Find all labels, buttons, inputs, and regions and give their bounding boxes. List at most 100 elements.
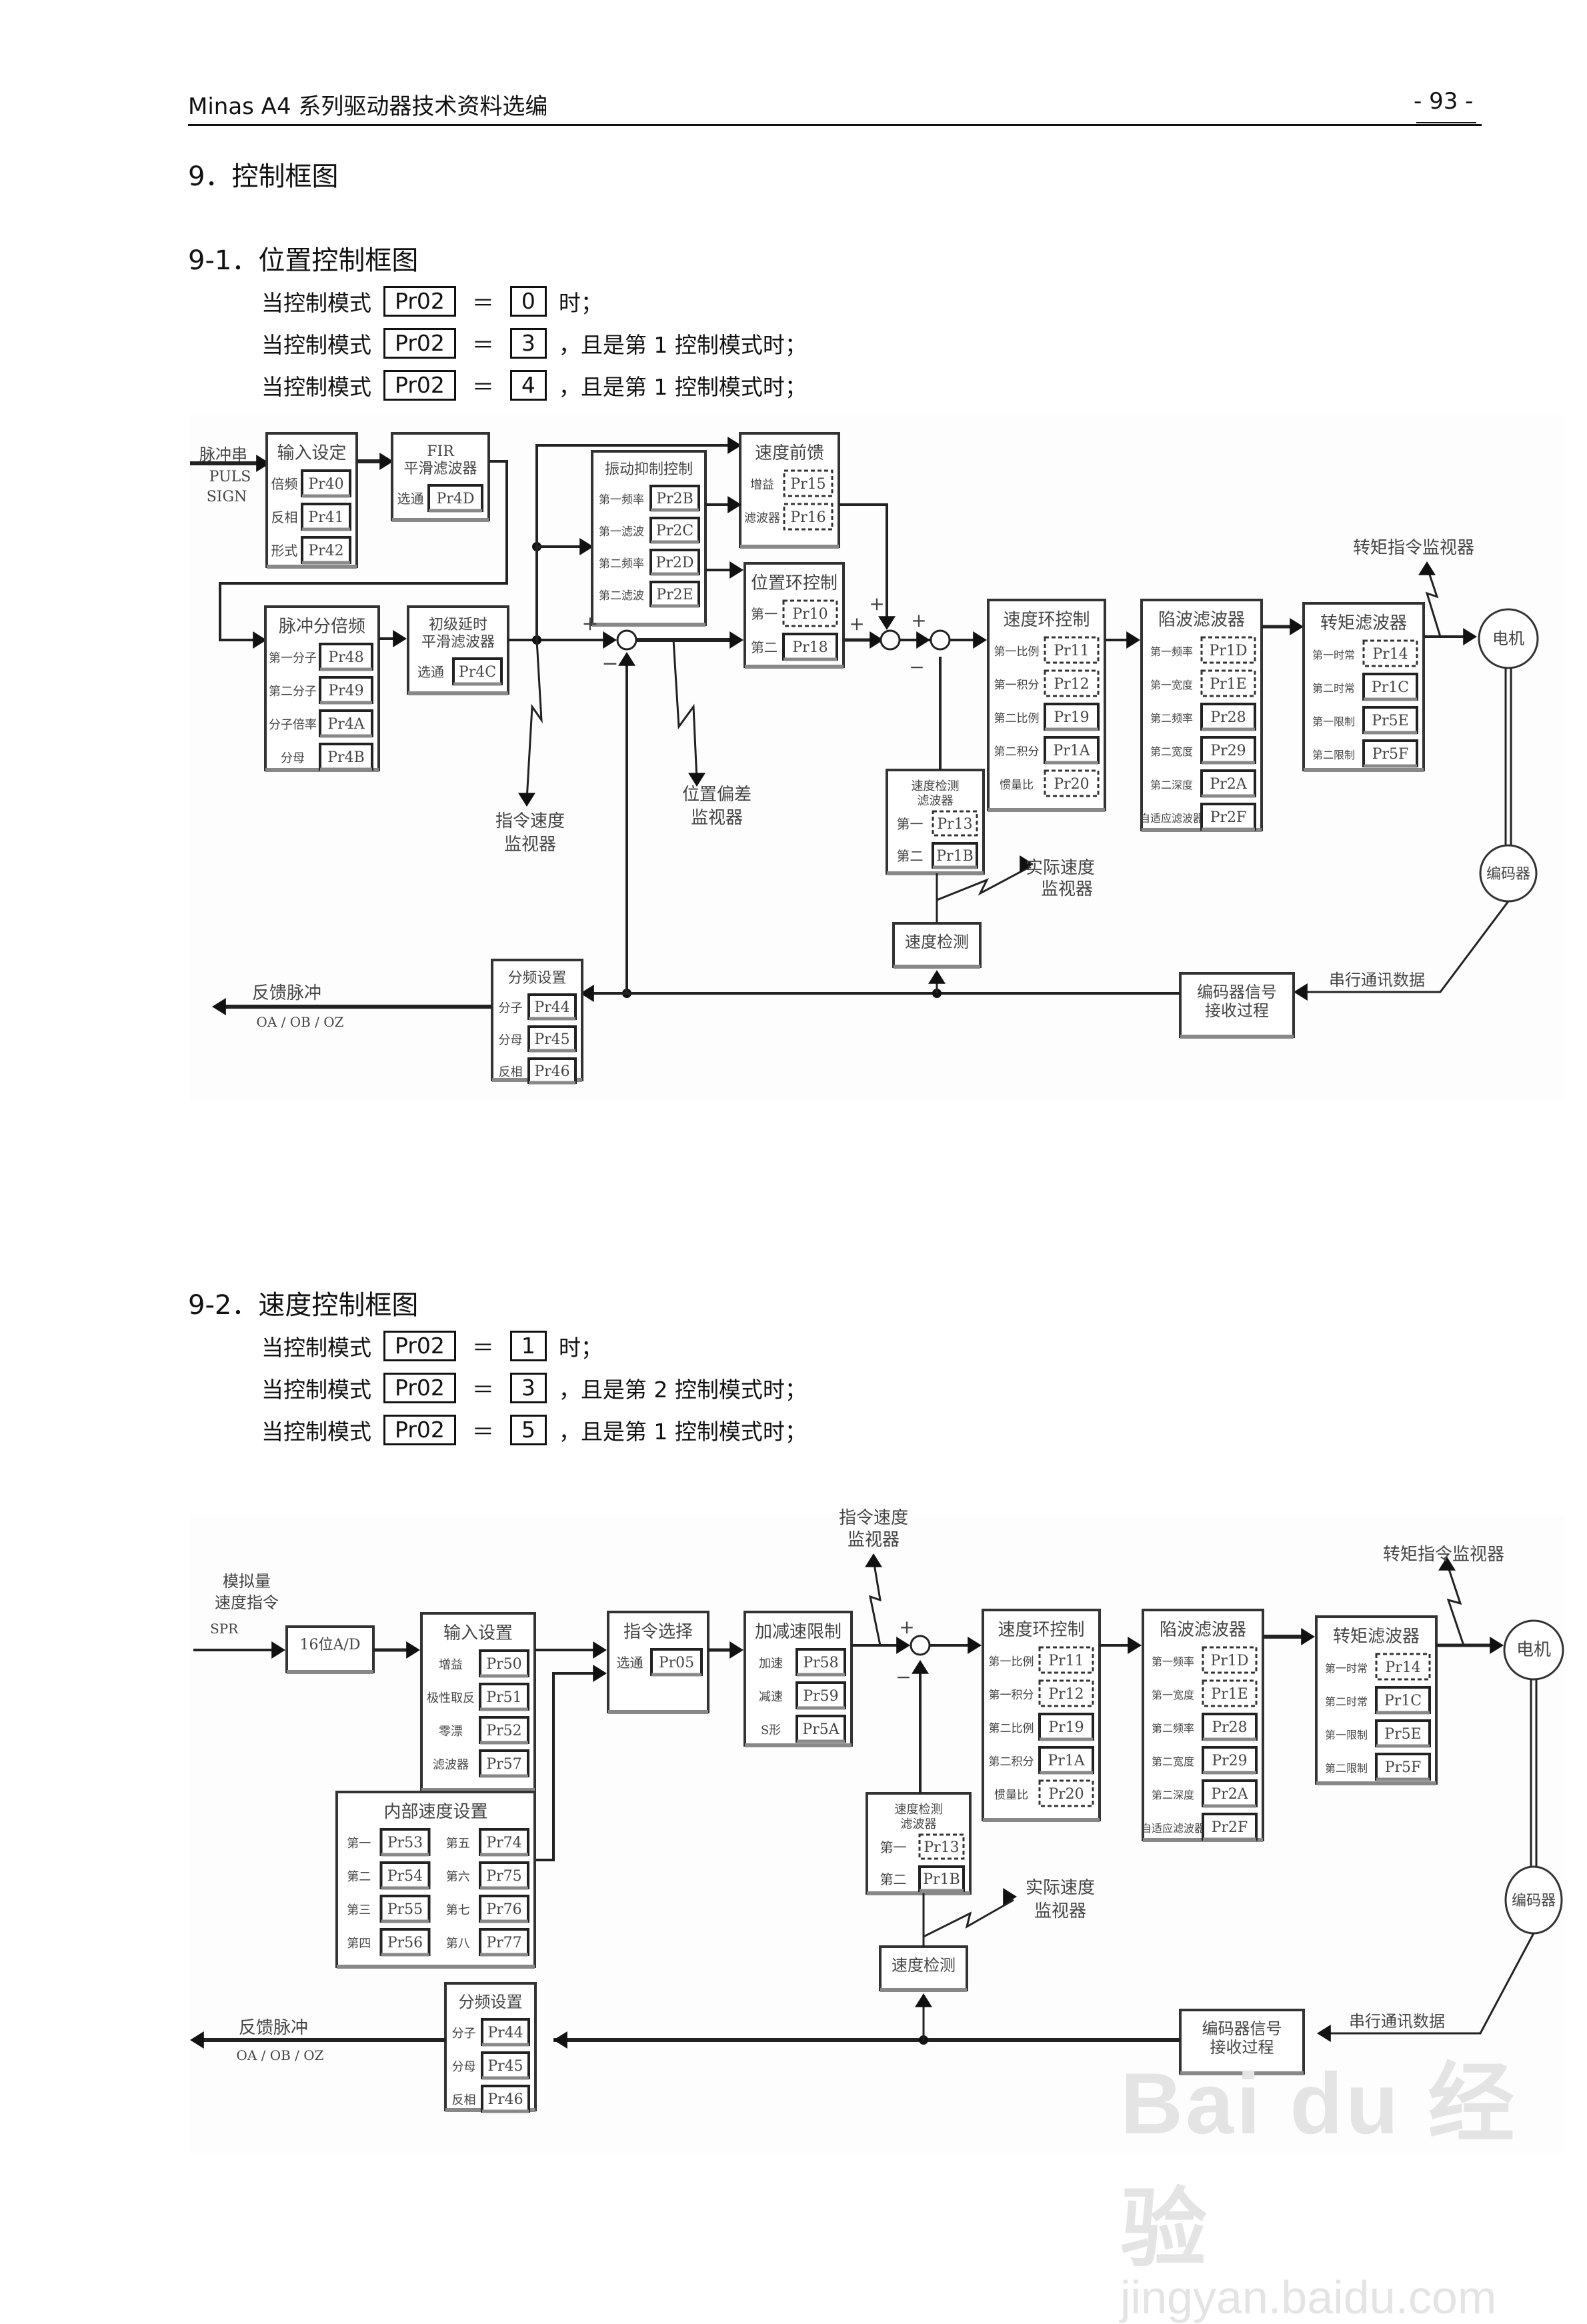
arrowhead-icon [553,2031,567,2049]
block-title: 输入设定 [277,443,346,463]
block-title: 速度环控制 [998,1620,1084,1640]
param-label: 第二时常 [1325,1695,1368,1708]
condition-suffix: ，且是第 1 控制模式时； [558,374,807,400]
param-box-Pr19 [1044,703,1100,731]
input-signal-label: 速度指令 [215,1593,279,1612]
arrowhead-icon [912,1660,929,1674]
arrowhead-icon [1463,628,1477,645]
param-label: 第二积分 [994,745,1040,759]
param-code: Pr4B [327,749,364,766]
actual-speed-monitor: 监视器 [1034,1901,1086,1921]
plus-sign: + [899,1616,914,1638]
feedback-signals-label: OA / OB / OZ [256,1014,343,1030]
param-label: 零漂 [439,1725,463,1739]
param-code: Pr45 [487,2058,523,2075]
mode-value-box: 3 [509,328,547,359]
input-signal-label: 脉冲串 [199,445,247,464]
encoder-label: 编码器 [1486,866,1530,883]
param-box: Pr02 [383,370,456,401]
summing-junction [616,629,637,651]
param-box-Pr5E [1375,1719,1431,1747]
param-code: Pr1D [1210,643,1248,659]
param-code: Pr2A [1210,776,1247,793]
signal-line [219,460,508,641]
param-code: Pr29 [1212,1753,1247,1769]
param-box: Pr02 [383,1373,456,1403]
param-box-Pr16 [783,503,834,531]
param-code: Pr59 [803,1688,838,1705]
plus-sign: + [869,593,884,615]
param-box-Pr4A [319,709,373,737]
param-box-Pr13 [918,1833,965,1860]
arrowhead-icon [878,616,896,630]
block-speed-detect: 速度检测 [892,922,982,969]
param-label: 分子 [499,1001,523,1015]
param-box-Pr51 [479,1683,529,1711]
param-label: 第二积分 [989,1755,1034,1769]
param-label: 增益 [750,478,774,492]
watermark-url: jingyan.baidu.com [1120,2271,1497,2323]
minus-sign: − [601,652,618,675]
block-speed-detect: 速度检测 [879,1945,968,1992]
block-title: 分频设置 [507,970,566,987]
param-code: Pr75 [486,1868,521,1885]
block-title: 平滑滤波器 [421,634,495,651]
arrowhead-icon [190,2031,204,2049]
param-label: 第一宽度 [1150,679,1193,691]
param-label: 减速 [759,1690,783,1704]
param-code: Pr52 [486,1723,521,1739]
block-title: 输入设置 [443,1623,513,1643]
actual-speed-monitor: 监视器 [1041,879,1093,899]
param-code: Pr2A [1211,1786,1248,1803]
param-code: Pr19 [1048,1719,1084,1736]
param-code: Pr58 [803,1655,838,1671]
param-label: 第二限制 [1325,1762,1368,1775]
param-box: Pr02 [383,1415,456,1445]
baidu-watermark: Bai du 经验 jingyan.baidu.com [1120,2033,1587,2324]
param-box-Pr76 [479,1895,529,1923]
equals-sign: ＝ [471,1335,494,1361]
block-title: 速度环控制 [1003,610,1090,630]
param-code: Pr50 [486,1656,521,1673]
arrowhead-icon [379,453,393,470]
block-title: 振动抑制控制 [605,461,693,478]
arrowhead-icon [973,631,987,649]
feedback-pulse-label: 反馈脉冲 [252,983,321,1003]
param-box-Pr29 [1202,1746,1258,1774]
param-box-Pr2A [1200,769,1256,797]
param-code: Pr10 [792,606,828,623]
param-box-Pr1E [1202,1679,1258,1707]
param-label: 自适应滤波器 [1140,812,1204,825]
param-label: 反相 [452,2093,476,2107]
arrowhead-icon [928,970,946,984]
param-box-Pr1D [1200,636,1256,664]
param-code: Pr40 [308,476,343,493]
feedback-pulse-label: 反馈脉冲 [239,2018,308,2038]
condition-suffix: ，且是第 2 控制模式时； [558,1377,807,1403]
param-code: Pr20 [1048,1786,1084,1803]
minus-sign: − [909,656,924,678]
param-label: 分母 [499,1033,523,1047]
param-label: 第二滤波 [599,589,644,603]
arrowhead-icon [579,538,593,555]
motor-icon [1478,608,1539,669]
param-label: 分子 [452,2027,476,2041]
param-box-Pr52 [479,1716,529,1744]
section-title: 9．控制框图 [188,161,339,192]
block-title: 陷波滤波器 [1160,1620,1246,1640]
signal-line [839,503,888,623]
param-box-Pr2F [1200,803,1256,831]
param-label: 第一积分 [994,679,1040,692]
block-title: 内部速度设置 [383,1802,487,1822]
block-title: 脉冲分倍频 [279,617,365,637]
param-box-Pr2F [1202,1813,1258,1841]
block-title: 速度检测 [905,933,969,951]
input-signal-label: 模拟量 [223,1572,271,1591]
